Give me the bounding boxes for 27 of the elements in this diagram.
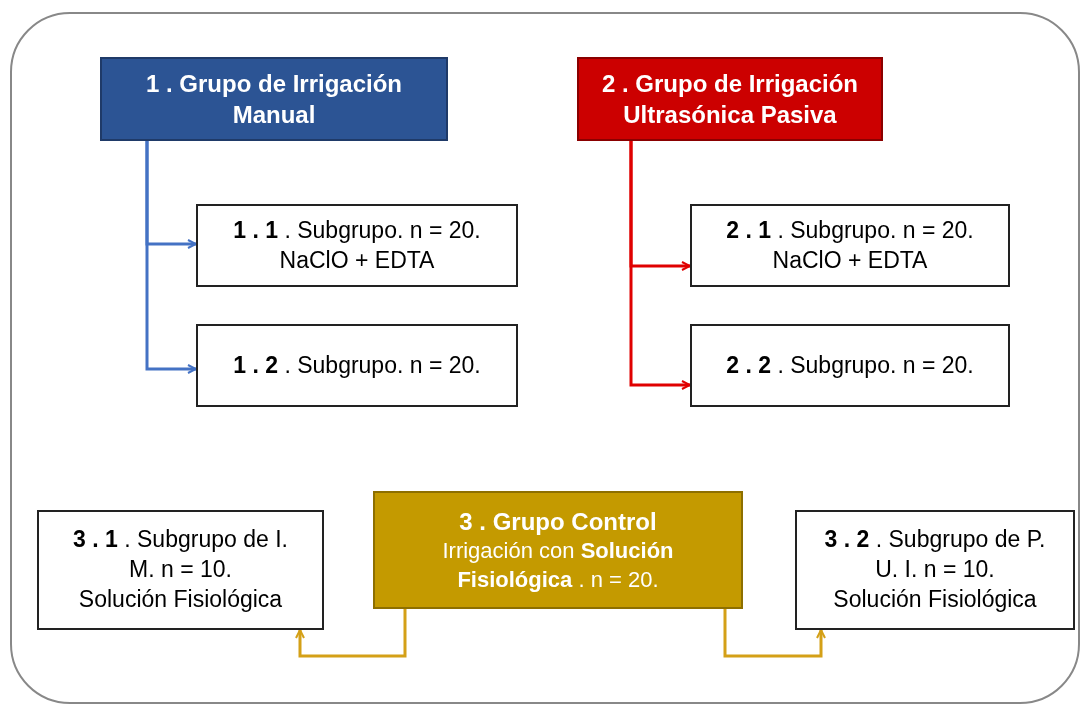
subgroup-box bbox=[196, 204, 518, 287]
group-box bbox=[100, 57, 448, 141]
arrow bbox=[295, 609, 407, 658]
node-text: 1 . 1 . Subgrupo. n = 20. bbox=[233, 215, 481, 245]
node-text: Solución Fisiológica bbox=[833, 584, 1037, 614]
subgroup-box bbox=[795, 510, 1075, 630]
subgroup-box bbox=[196, 324, 518, 407]
node-text: Solución Fisiológica bbox=[78, 584, 283, 614]
node-text: 1 . Grupo de Irrigación Manual bbox=[144, 68, 403, 130]
arrow bbox=[145, 141, 197, 374]
group-box bbox=[577, 57, 883, 141]
node-text: 1 . 2 . Subgrupo. n = 20. bbox=[233, 350, 481, 380]
node-text: 2 . 2 . Subgrupo. n = 20. bbox=[726, 350, 974, 380]
node-text: 3 . 1 . Subgrupo de I. M. n = 10. bbox=[72, 525, 289, 585]
node-text: 2 . Grupo de Irrigación Ultrasónica Pasiva bbox=[600, 68, 859, 130]
group-box bbox=[373, 491, 743, 609]
node-text: Irrigación con Solución Fisiológica . n = 20. bbox=[441, 537, 675, 594]
arrow bbox=[723, 609, 826, 658]
node-text: 3 . 2 . Subgrupo de P. U. I. n = 10. bbox=[823, 525, 1047, 585]
node-text: NaClO + EDTA bbox=[279, 245, 435, 275]
subgroup-box bbox=[690, 324, 1010, 407]
subgroup-box bbox=[690, 204, 1010, 287]
node-text: 2 . 1 . Subgrupo. n = 20. bbox=[726, 215, 974, 245]
node-text: NaClO + EDTA bbox=[772, 245, 928, 275]
group-title: 3 . Grupo Control bbox=[459, 506, 657, 537]
arrow bbox=[629, 141, 691, 390]
subgroup-box bbox=[37, 510, 324, 630]
